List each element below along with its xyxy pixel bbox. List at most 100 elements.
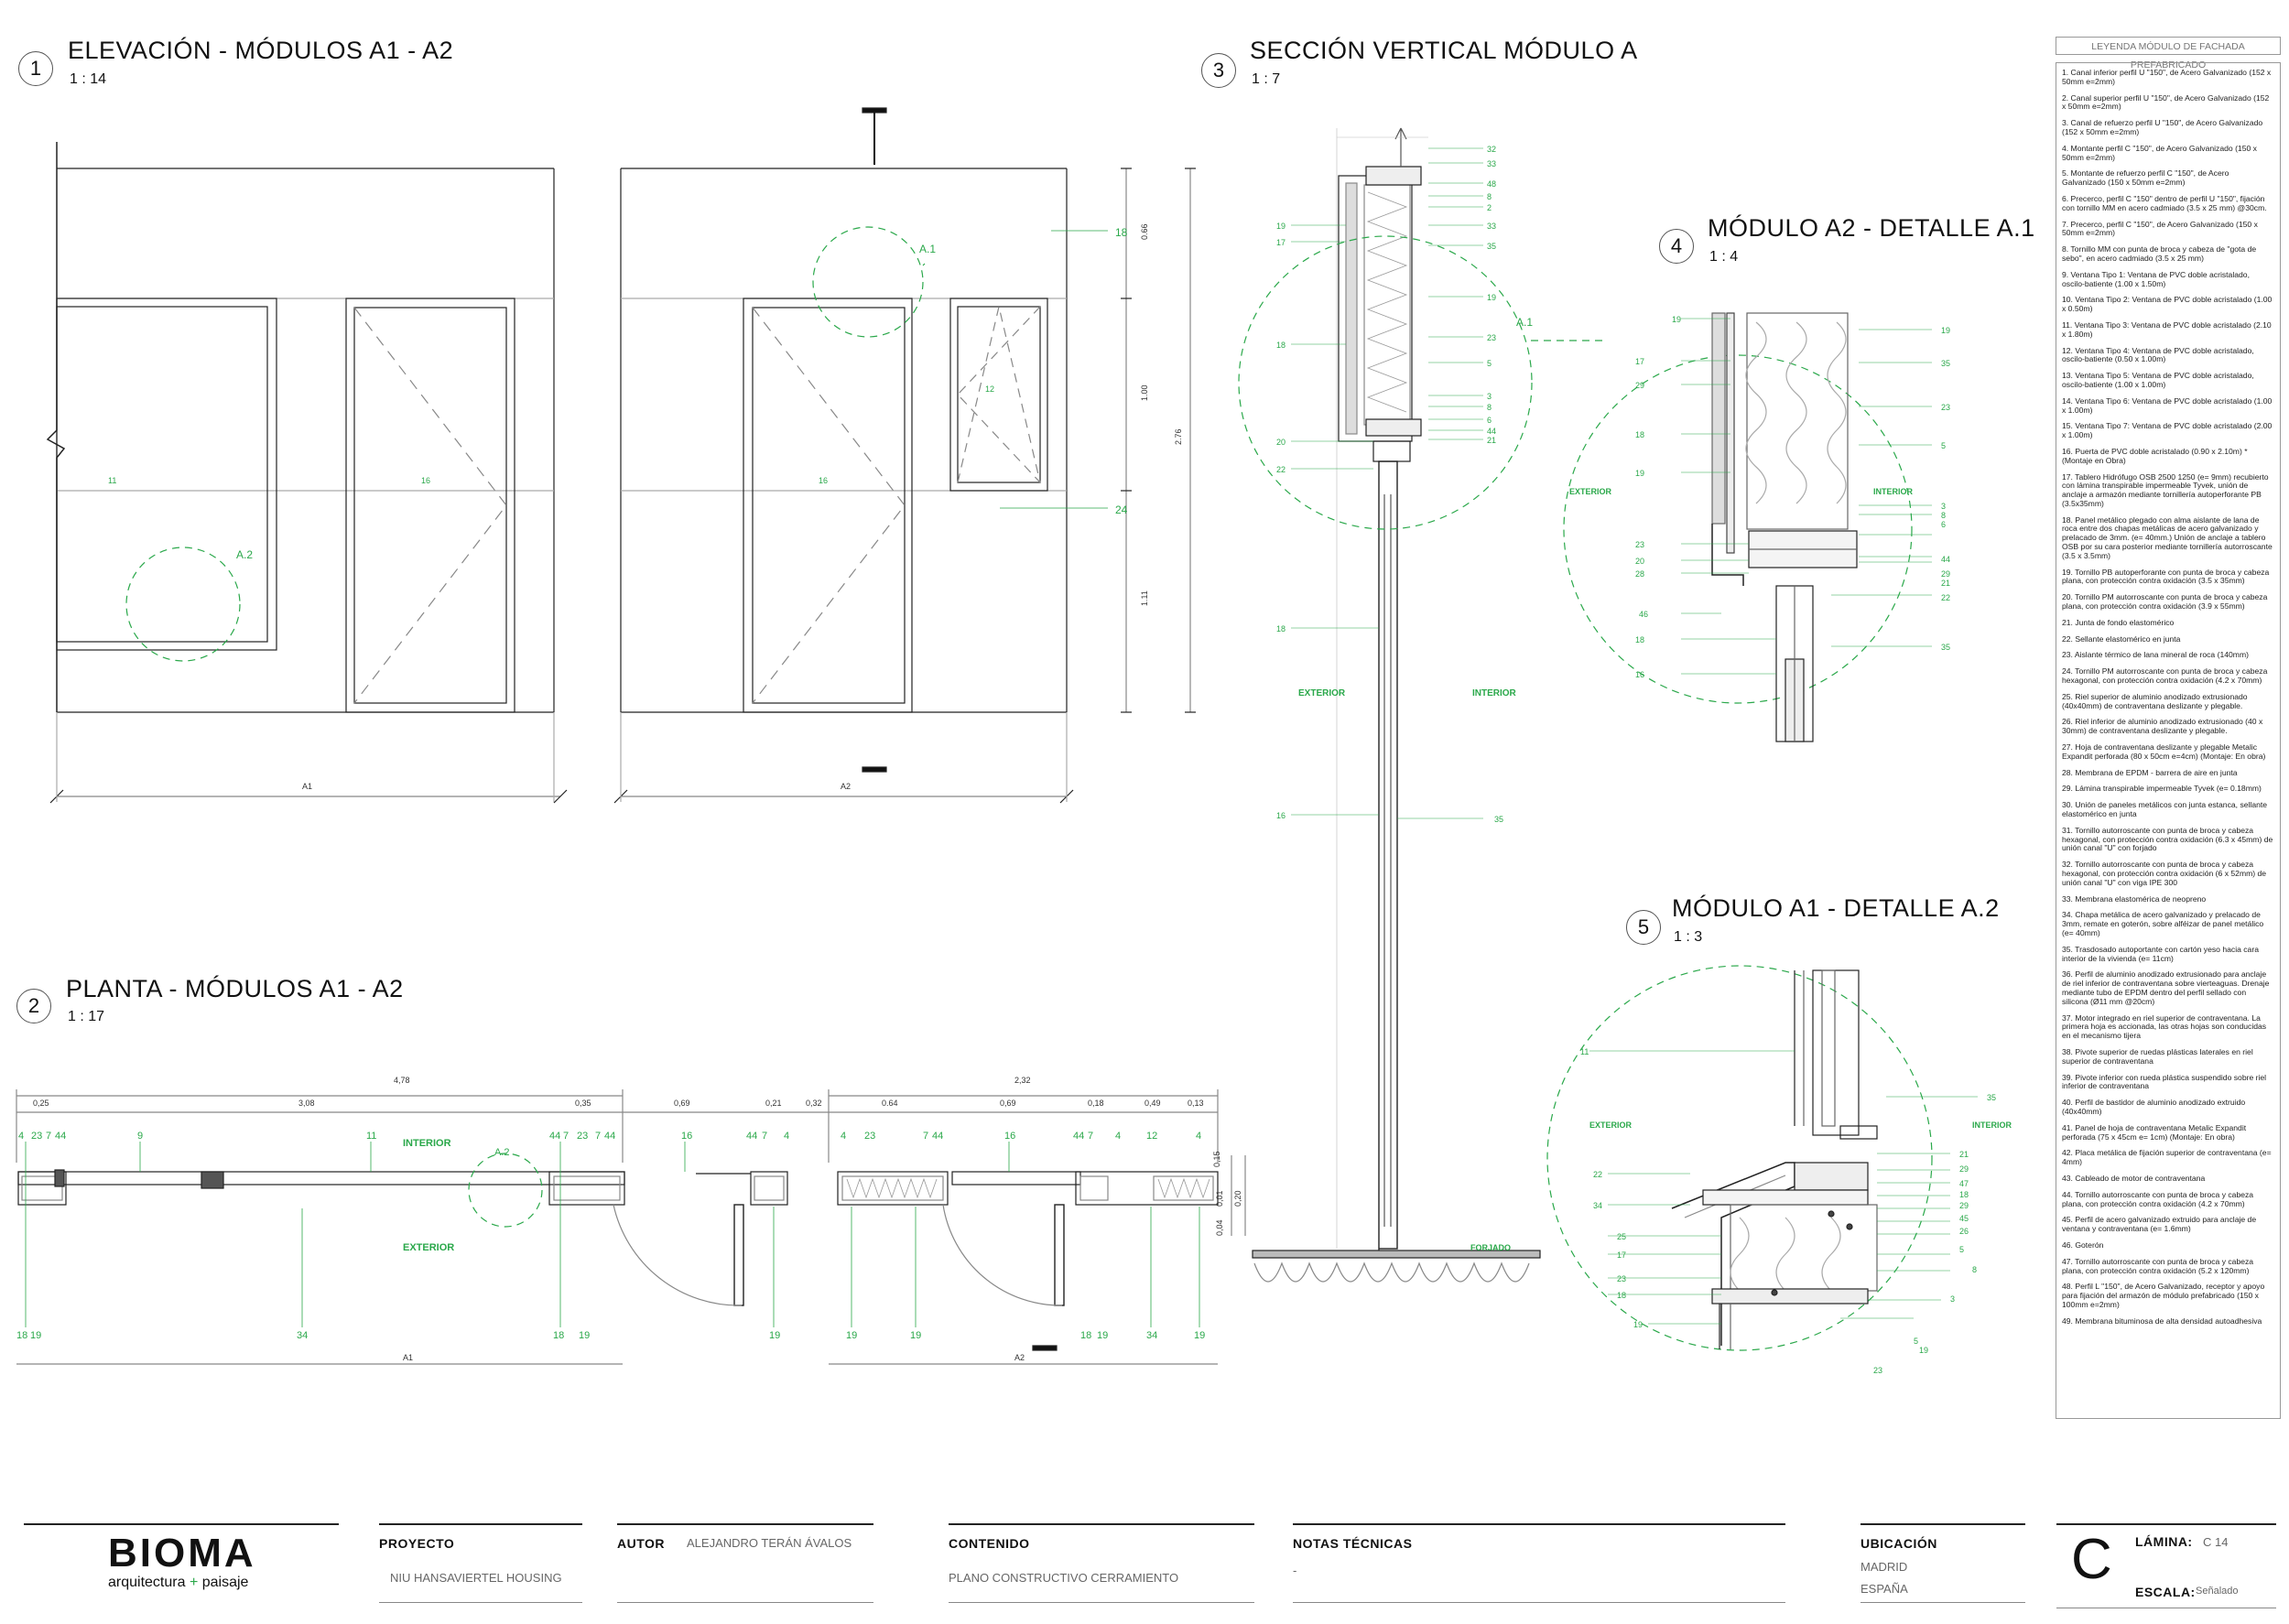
plan-detail-a2: A.2: [494, 1147, 510, 1158]
plan-bottom-a2: A2: [1014, 1353, 1025, 1362]
view-5-title: MÓDULO A1 - DETALLE A.2: [1672, 894, 2000, 922]
view-2-title: PLANTA - MÓDULOS A1 - A2: [66, 975, 404, 1002]
legend-item: 14. Ventana Tipo 6: Ventana de PVC doble…: [2062, 395, 2273, 415]
legend-item: 43. Cableado de motor de contraventana: [2062, 1173, 2206, 1183]
proyecto-value: NIU HANSAVIERTEL HOUSING: [390, 1571, 562, 1585]
plan-top-tag: 12: [1146, 1131, 1157, 1142]
dim-066: 0.66: [1140, 223, 1149, 240]
plan-bottom-tag: 18: [553, 1330, 564, 1341]
plan-top-tag: 16: [681, 1131, 692, 1142]
plan-top-tag: 7: [923, 1131, 928, 1142]
detail-a1-tag: 44: [1941, 555, 1950, 564]
elev-detail-a1: A.1: [919, 243, 936, 255]
legend-panel: 1. Canal inferior perfil U "150", de Ace…: [2056, 62, 2281, 1419]
escala-label: ESCALA:: [2135, 1585, 2196, 1599]
detail-a2-drawing: 11 22 34 25 17 23 18 19 35 21 29 47 18 2…: [1546, 965, 2012, 1375]
plan-bottom-tag: 19: [579, 1330, 590, 1341]
elev-bottom-a1: A1: [302, 782, 312, 791]
lamina-label: LÁMINA:: [2135, 1534, 2193, 1549]
plan-top-tag: 4: [1196, 1131, 1201, 1142]
plan-dim-a1-2: 0,35: [575, 1099, 591, 1108]
plan-bottom-a1: A1: [403, 1353, 413, 1362]
legend-item: 8. Tornillo MM con punta de broca y cabe…: [2062, 244, 2257, 263]
titleblock-divider: [2056, 1523, 2276, 1525]
legend-item: 5. Montante de refuerzo perfil C "150", …: [2062, 168, 2229, 188]
titleblock-divider: [379, 1523, 582, 1525]
plan-dim-a2-1: 0,69: [1000, 1099, 1016, 1108]
ubicacion-city: MADRID: [1860, 1560, 1908, 1574]
section-tag: 17: [1276, 238, 1286, 247]
elev-tag-24: 24: [1115, 503, 1128, 516]
logo-subtitle: arquitectura + paisaje: [108, 1575, 248, 1591]
legend-item: 1. Canal inferior perfil U "150", de Ace…: [2062, 68, 2272, 86]
elevation-drawing: [46, 107, 1196, 804]
detail-a2-tag: 18: [1959, 1190, 1969, 1199]
view-4-title: MÓDULO A2 - DETALLE A.1: [1708, 214, 2035, 242]
titleblock-divider: [1860, 1523, 2025, 1525]
elev-tag-16b: 16: [819, 476, 828, 485]
plan-leaders: [25, 1142, 1200, 1327]
detail-a2-tag: 17: [1617, 1250, 1626, 1260]
titleblock-divider: [1293, 1602, 1785, 1603]
legend-item: 13. Ventana Tipo 5: Ventana de PVC doble…: [2062, 371, 2254, 389]
legend-item: 17. Tablero Hidrófugo OSB 2500 1250 (e= …: [2062, 471, 2269, 508]
detail-a2-tag: 22: [1593, 1170, 1602, 1179]
detail-a1-tag: 6: [1941, 520, 1946, 529]
section-tag: 18: [1276, 341, 1286, 350]
section-interior: INTERIOR: [1472, 688, 1517, 698]
plan-bottom-tag: 34: [297, 1330, 308, 1341]
dim-111: 1.11: [1140, 590, 1149, 606]
section-exterior: EXTERIOR: [1298, 688, 1346, 698]
sheet-letter: C: [2071, 1528, 2112, 1591]
proyecto-label: PROYECTO: [379, 1536, 455, 1551]
detail-a1-tag: 17: [1635, 357, 1644, 366]
plan-dim-a2-0: 0.64: [882, 1099, 898, 1108]
plan-dim-a2-2: 0,18: [1088, 1099, 1104, 1108]
plan-top-tag: 11: [366, 1131, 376, 1142]
detail-a2-tag: 11: [1580, 1047, 1589, 1056]
detail-a1-tag: 3: [1941, 502, 1946, 511]
elev-bottom-a2: A2: [841, 782, 851, 791]
detail-a1-exterior: EXTERIOR: [1569, 487, 1612, 496]
section-bottom-tag: 35: [1494, 815, 1503, 824]
plan-top-tags: 4 23 7 44 9 11 44 7 23 7 44 16 44 7 4 4 …: [18, 1131, 1201, 1142]
detail-a1-tag: 29: [1635, 381, 1644, 390]
plan-top-tag: 44: [746, 1131, 757, 1142]
detail-a2-tag: 26: [1959, 1227, 1969, 1236]
section-tag: 6: [1487, 416, 1492, 425]
plan-bottom-tag: 19: [1194, 1330, 1205, 1341]
detail-a1-tag: 23: [1941, 403, 1950, 412]
legend-item: 18. Panel metálico plegado con alma aisl…: [2062, 514, 2273, 560]
plan-bottom-tag: 19: [1097, 1330, 1108, 1341]
legend-item: 44. Tornillo autorroscante con punta de …: [2062, 1189, 2254, 1208]
legend-item: 49. Membrana bituminosa de alta densidad…: [2062, 1315, 2262, 1326]
ubicacion-country: ESPAÑA: [1860, 1582, 1908, 1596]
detail-a2-tag: 25: [1617, 1232, 1626, 1241]
legend-item: 45. Perfil de acero galvanizado extruido…: [2062, 1215, 2257, 1234]
plan-top-tag: 16: [1004, 1131, 1015, 1142]
legend-item: 3. Canal de refuerzo perfil U "150", de …: [2062, 118, 2263, 136]
section-tag: 18: [1276, 624, 1286, 633]
plan-dim-v020: 0,20: [1233, 1190, 1242, 1207]
plan-bottom-tag: 19: [30, 1330, 41, 1341]
section-tag: 3: [1487, 392, 1492, 401]
legend-item: 27. Hoja de contraventana deslizante y p…: [2062, 742, 2266, 761]
section-tag: 19: [1487, 293, 1496, 302]
legend-item: 32. Tornillo autorroscante con punta de …: [2062, 860, 2267, 887]
ubicacion-label: UBICACIÓN: [1860, 1536, 1937, 1551]
plan-dim-a1-1: 3,08: [298, 1099, 315, 1108]
dim-100: 1.00: [1140, 384, 1149, 401]
legend-item: 19. Tornillo PB autoperforante con punta…: [2062, 567, 2270, 586]
logo: BIOMA: [108, 1531, 256, 1575]
legend-item: 31. Tornillo autorroscante con punta de …: [2062, 825, 2273, 853]
legend-item: 34. Chapa metálica de acero galvanizado …: [2062, 910, 2264, 937]
section-tag: 35: [1487, 242, 1496, 251]
detail-a2-tag: 29: [1959, 1201, 1969, 1210]
detail-a2-tag: 8: [1972, 1265, 1977, 1274]
plan-dim-v001: 0,01: [1215, 1190, 1224, 1207]
plan-dim-v004: 0,04: [1215, 1219, 1224, 1236]
drawing-canvas: 11 16 16 12 18 24 A.2 A.1 0.66 1.00 1.11…: [16, 107, 2012, 1375]
plan-interior-label: INTERIOR: [403, 1138, 451, 1149]
section-detail-circle: [1238, 235, 1533, 530]
elev-detail-a2: A.2: [236, 548, 253, 561]
